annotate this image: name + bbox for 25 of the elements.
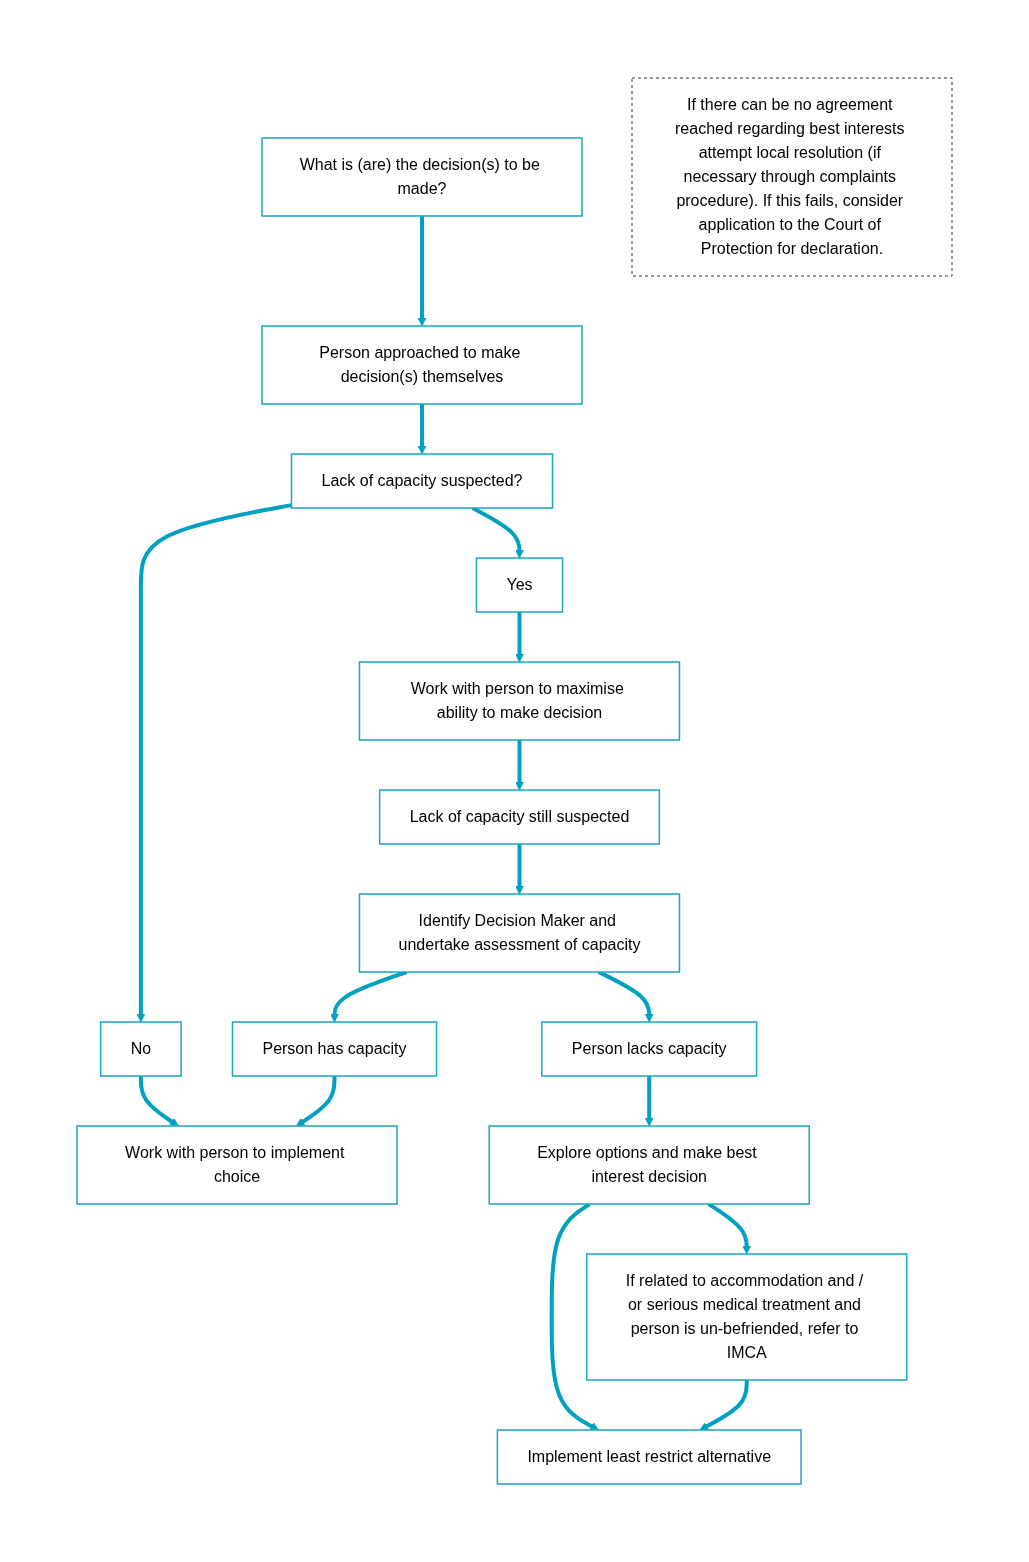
arrow: [699, 1380, 749, 1431]
node-box: Lack of capacity still suspected: [378, 789, 661, 845]
node-box: Person approached to make decision(s) themselves: [261, 325, 583, 405]
node-box: What is (are) the decision(s) to be made?: [261, 137, 583, 217]
arrow: [138, 1076, 179, 1127]
node-box: Implement least restrict alternative: [496, 1429, 802, 1485]
node-box: If there can be no agreement reached regarding best interests attempt local resolution (if necessary through complaints procedure). If this fails, consider application to the Court of Protection for declaration.: [631, 77, 953, 277]
arrow: [136, 503, 292, 1023]
arrow: [417, 404, 427, 455]
node-box: If related to accommodation and / or serious medical treatment and person is un-befriended, refer to IMCA: [585, 1253, 908, 1381]
node-box: Identify Decision Maker and undertake assessment of capacity: [358, 893, 681, 973]
arrow: [515, 740, 524, 791]
node-box: No: [99, 1021, 182, 1077]
node-box: Person lacks capacity: [541, 1021, 758, 1077]
arrow: [296, 1076, 337, 1127]
arrow: [417, 216, 427, 327]
node-box: Yes: [475, 557, 564, 613]
node-box: Person has capacity: [231, 1021, 438, 1077]
node-box: Explore options and make best interest decision: [488, 1125, 810, 1205]
node-box: Work with person to maximise ability to make decision: [358, 661, 681, 741]
node-box: Work with person to implement choice: [76, 1125, 398, 1205]
arrow: [515, 612, 524, 663]
node-box: Lack of capacity suspected?: [290, 453, 554, 509]
arrow: [515, 844, 524, 895]
arrow: [644, 1076, 654, 1127]
